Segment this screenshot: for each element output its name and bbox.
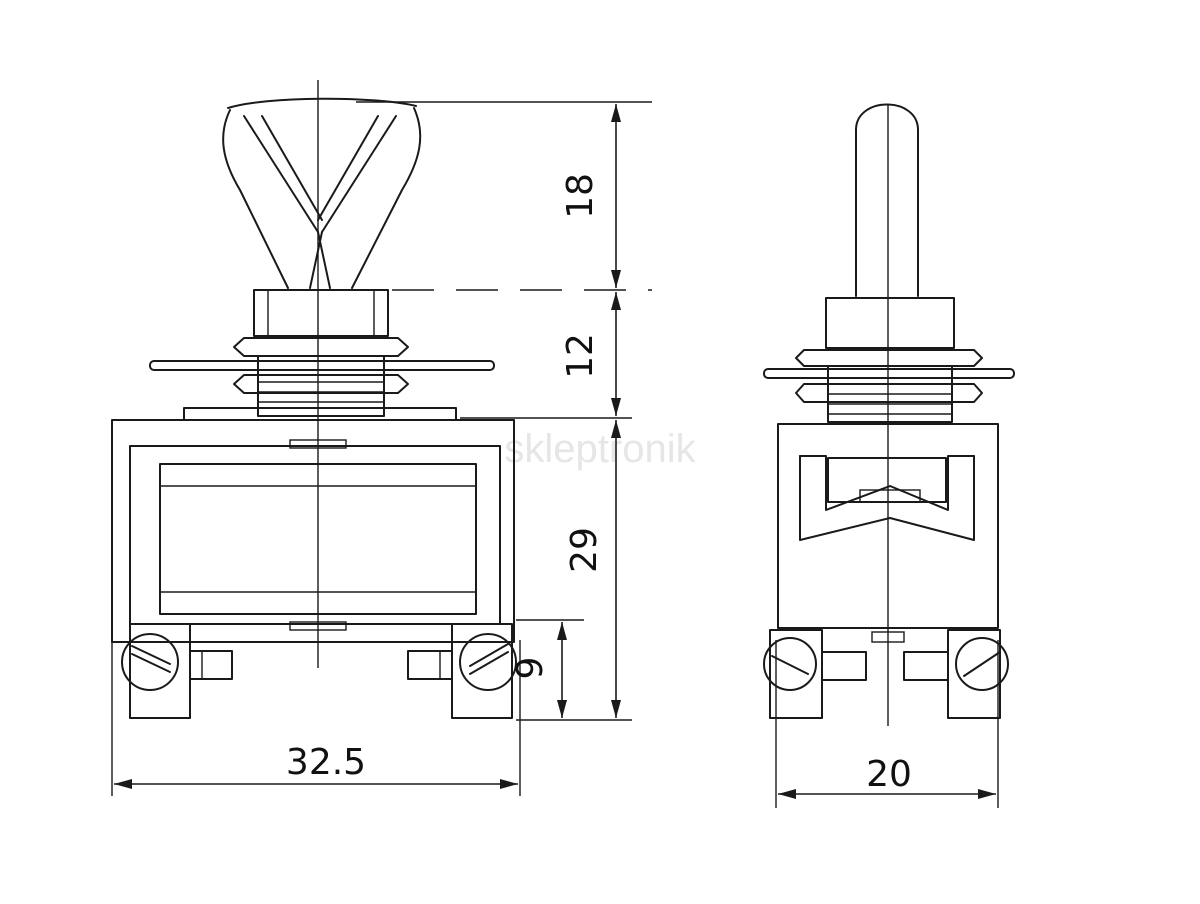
front-top-nut bbox=[253, 289, 389, 337]
dim-label-terminal: 9 bbox=[510, 657, 551, 680]
front-upper-nut bbox=[233, 337, 409, 357]
side-lever bbox=[855, 103, 919, 297]
dim-label-lever: 18 bbox=[560, 173, 601, 219]
front-terminal-left bbox=[121, 623, 233, 719]
side-terminal-right bbox=[903, 629, 1009, 719]
dimension-lines bbox=[111, 101, 999, 808]
front-thread bbox=[257, 355, 385, 417]
front-lever bbox=[222, 97, 422, 289]
front-view bbox=[111, 80, 517, 719]
side-view bbox=[763, 103, 1015, 726]
front-terminal-right bbox=[407, 623, 517, 719]
side-top-nut bbox=[825, 297, 955, 349]
side-terminal-left bbox=[763, 629, 867, 719]
side-upper-nut bbox=[795, 349, 983, 367]
dim-label-width: 32.5 bbox=[286, 742, 366, 783]
side-lower-nut bbox=[795, 383, 983, 403]
side-body bbox=[777, 423, 999, 643]
front-lower-nut bbox=[233, 374, 409, 394]
front-base-plate bbox=[183, 407, 457, 421]
front-body bbox=[111, 419, 515, 643]
dim-label-body: 29 bbox=[564, 527, 605, 573]
side-flag-plate bbox=[763, 368, 1015, 379]
dim-label-bushing: 12 bbox=[560, 333, 601, 379]
dim-label-side-width: 20 bbox=[866, 754, 912, 795]
watermark: skleptronik bbox=[504, 427, 696, 471]
front-flag-plate bbox=[149, 360, 495, 371]
